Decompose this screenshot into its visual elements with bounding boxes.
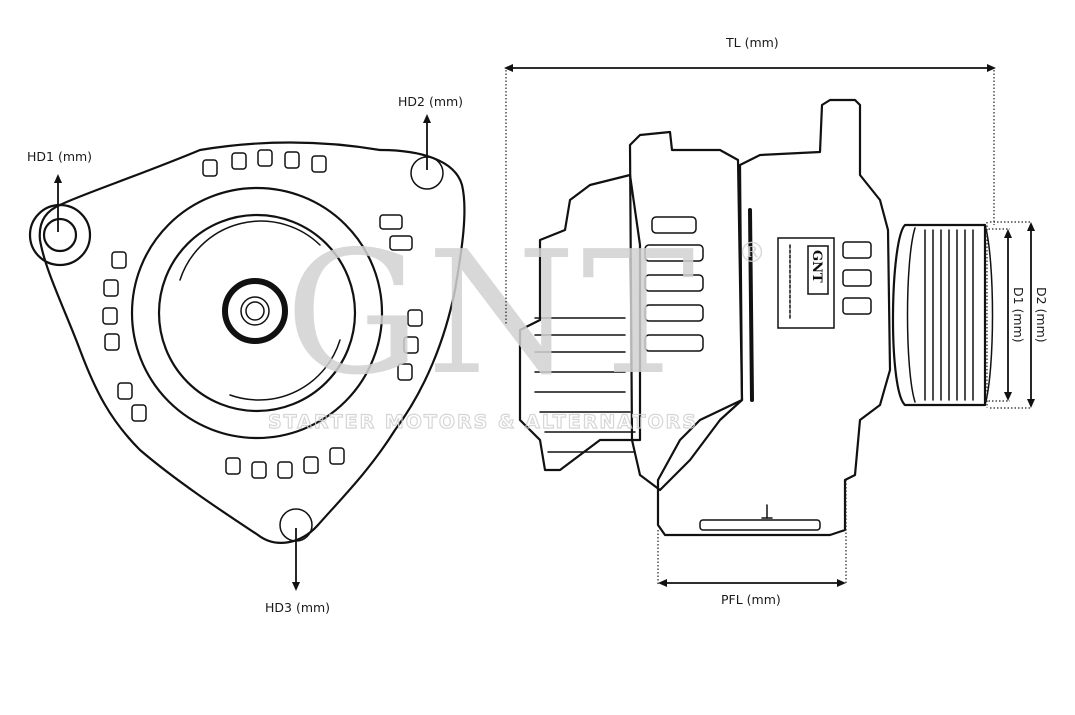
nameplate-brand: GNT <box>809 250 824 283</box>
mounting-foot-slot <box>699 519 821 531</box>
hd2-label: HD2 (mm) <box>398 94 463 109</box>
front-view <box>28 141 466 544</box>
front-housing-outline <box>38 141 466 544</box>
side-view: GNT <box>518 98 994 537</box>
nameplate <box>777 237 835 329</box>
d2-arrow-top-icon <box>1027 222 1035 231</box>
pfl-arrow-left-icon <box>658 579 667 587</box>
front-vent-slots <box>102 149 423 479</box>
d1-arrow-bottom-icon <box>1004 392 1012 401</box>
dimension-annotations: HD1 (mm) HD2 (mm) HD3 (mm) TL (mm) D1 (m… <box>27 35 1049 615</box>
rear-cover-fins <box>534 317 636 453</box>
hd2-arrow-icon <box>423 114 431 123</box>
hd1-arrow-icon <box>54 174 62 183</box>
hd1-mount-hole <box>42 217 78 253</box>
d1-label: D1 (mm) <box>1011 287 1026 343</box>
pulley <box>891 223 994 407</box>
watermark-registered-mark: ® <box>738 236 772 269</box>
pfl-arrow-right-icon <box>837 579 846 587</box>
tl-arrow-left-icon <box>504 64 513 72</box>
rear-cover <box>518 173 642 472</box>
drive-end-housing <box>656 98 892 537</box>
hd3-label: HD3 (mm) <box>265 600 330 615</box>
front-pulley-disc <box>157 213 357 413</box>
tl-label: TL (mm) <box>725 35 779 50</box>
d1-arrow-top-icon <box>1004 229 1012 238</box>
pfl-label: PFL (mm) <box>721 592 781 607</box>
tl-arrow-right-icon <box>987 64 996 72</box>
front-shaft-nut <box>222 278 288 344</box>
front-shaft <box>240 296 270 326</box>
front-outer-ring <box>130 186 384 440</box>
watermark-tagline: STARTER MOTORS & ALTERNATORS <box>268 411 698 433</box>
d2-arrow-bottom-icon <box>1027 399 1035 408</box>
hd1-mount-ear <box>28 203 92 267</box>
watermark: GNT ® STARTER MOTORS & ALTERNATORS <box>267 215 772 434</box>
hd1-label: HD1 (mm) <box>27 149 92 164</box>
watermark-brand: GNT <box>285 215 701 413</box>
d2-label: D2 (mm) <box>1034 287 1049 343</box>
stator-vents <box>644 216 704 352</box>
hd3-arrow-icon <box>292 582 300 591</box>
